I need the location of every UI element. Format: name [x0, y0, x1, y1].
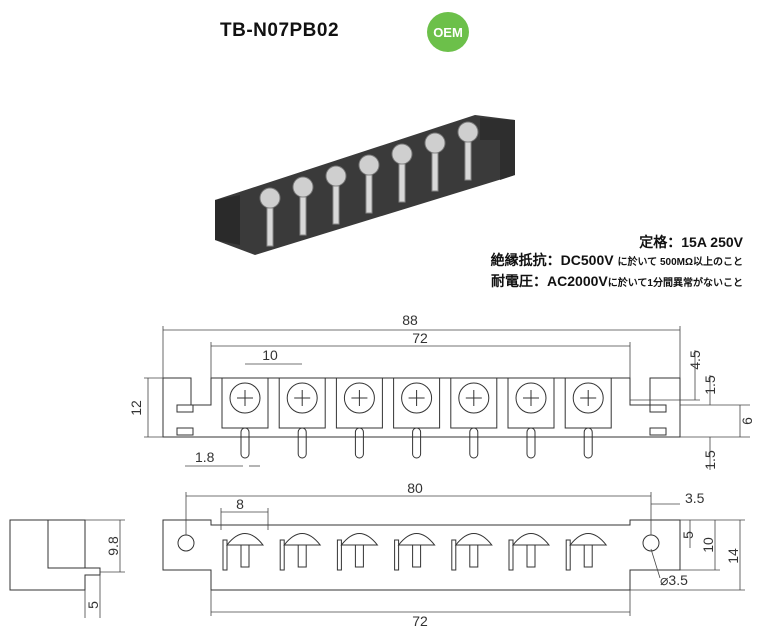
- spec-value: 15A 250V: [681, 234, 743, 250]
- photo-screw: [424, 132, 446, 192]
- screw-icon: [229, 382, 261, 414]
- pin: [412, 427, 422, 459]
- terminal-module-front: [394, 533, 436, 571]
- terminal-module-top: [278, 377, 326, 459]
- screw-icon: [458, 382, 490, 414]
- spec-value: DC500V: [560, 252, 614, 268]
- pin: [526, 427, 536, 459]
- dim-12: 12: [128, 400, 144, 416]
- photo-screw: [358, 154, 380, 214]
- photo-screw: [457, 121, 479, 181]
- dim-4-5: 4.5: [687, 350, 703, 370]
- terminal-module-top: [564, 377, 612, 459]
- screw-head: [454, 533, 493, 546]
- dim-5: 5: [680, 531, 696, 539]
- terminal-module-front: [222, 533, 265, 571]
- spec-rating: 定格：15A 250V: [491, 233, 743, 251]
- spec-block: 定格：15A 250V 絶縁抵抗：DC500V に於いて 500MΩ以上のこと …: [491, 233, 743, 293]
- dim-8: 8: [236, 496, 244, 512]
- terminal-module-front: [565, 533, 608, 571]
- dim-hole-diameter: ⌀3.5: [660, 572, 688, 588]
- pin: [240, 427, 250, 459]
- dim-88: 88: [402, 312, 418, 328]
- photo-screw: [292, 176, 314, 236]
- terminal-module-top: [221, 377, 269, 459]
- screw-icon: [286, 382, 318, 414]
- photo-screw: [259, 187, 281, 247]
- pin: [583, 427, 593, 459]
- spec-note: に於いて 500MΩ以上のこと: [617, 257, 743, 268]
- screw-head: [397, 533, 436, 546]
- terminal-module-top: [393, 377, 441, 459]
- screw-head: [511, 533, 551, 546]
- side-view: 9.8 5: [9, 519, 125, 618]
- spec-note: に於いて1分間異常がないこと: [607, 278, 743, 289]
- dim-5-side: 5: [85, 601, 101, 609]
- spec-value: AC2000V: [547, 273, 608, 289]
- pin: [469, 427, 479, 459]
- terminal-module-front: [451, 533, 493, 571]
- photo-screw: [391, 143, 413, 203]
- dim-1-5-top: 1.5: [702, 375, 718, 395]
- screw-head: [225, 533, 265, 546]
- spec-label: 耐電圧：: [491, 273, 548, 289]
- pin: [354, 427, 364, 459]
- dim-72-bottom: 72: [412, 613, 428, 629]
- top-view: 88 72 10 12 1.8 4.5 1.5 6 1.5: [128, 312, 755, 470]
- part-number-title: TB-N07PB02: [220, 20, 340, 41]
- terminal-module-top: [335, 377, 383, 459]
- terminal-module-top: [507, 377, 555, 459]
- pin: [297, 427, 307, 459]
- product-photo: [215, 115, 515, 255]
- screw-head: [569, 533, 608, 546]
- front-view: 80 8 3.5 5 10 14 ⌀3.5 72: [162, 480, 745, 629]
- spec-label: 絶縁抵抗：: [490, 252, 561, 268]
- screw-icon: [572, 382, 604, 414]
- screw-head: [340, 533, 379, 546]
- terminal-module-top: [450, 377, 498, 459]
- dim-9-8: 9.8: [105, 536, 121, 556]
- spec-label: 定格：: [639, 234, 682, 250]
- dim-72: 72: [412, 330, 428, 346]
- screw-icon: [401, 382, 433, 414]
- spec-insulation: 絶縁抵抗：DC500V に於いて 500MΩ以上のこと: [491, 251, 743, 272]
- screw-icon: [515, 382, 547, 414]
- screw-head: [283, 533, 322, 546]
- photo-screw: [325, 165, 347, 225]
- dim-1-8: 1.8: [195, 449, 215, 465]
- dim-1-5-bottom: 1.5: [702, 450, 718, 470]
- oem-badge: OEM: [427, 12, 469, 52]
- dim-3-5: 3.5: [685, 490, 705, 506]
- terminal-module-front: [336, 533, 379, 571]
- dim-10-front: 10: [700, 537, 716, 553]
- dim-80: 80: [407, 480, 423, 496]
- terminal-module-front: [279, 533, 322, 571]
- dim-10: 10: [262, 347, 278, 363]
- screw-icon: [343, 382, 375, 414]
- dim-6: 6: [739, 417, 755, 425]
- dim-14: 14: [725, 548, 741, 564]
- spec-withstand: 耐電圧：AC2000Vに於いて1分間異常がないこと: [491, 272, 743, 293]
- terminal-module-front: [508, 533, 551, 571]
